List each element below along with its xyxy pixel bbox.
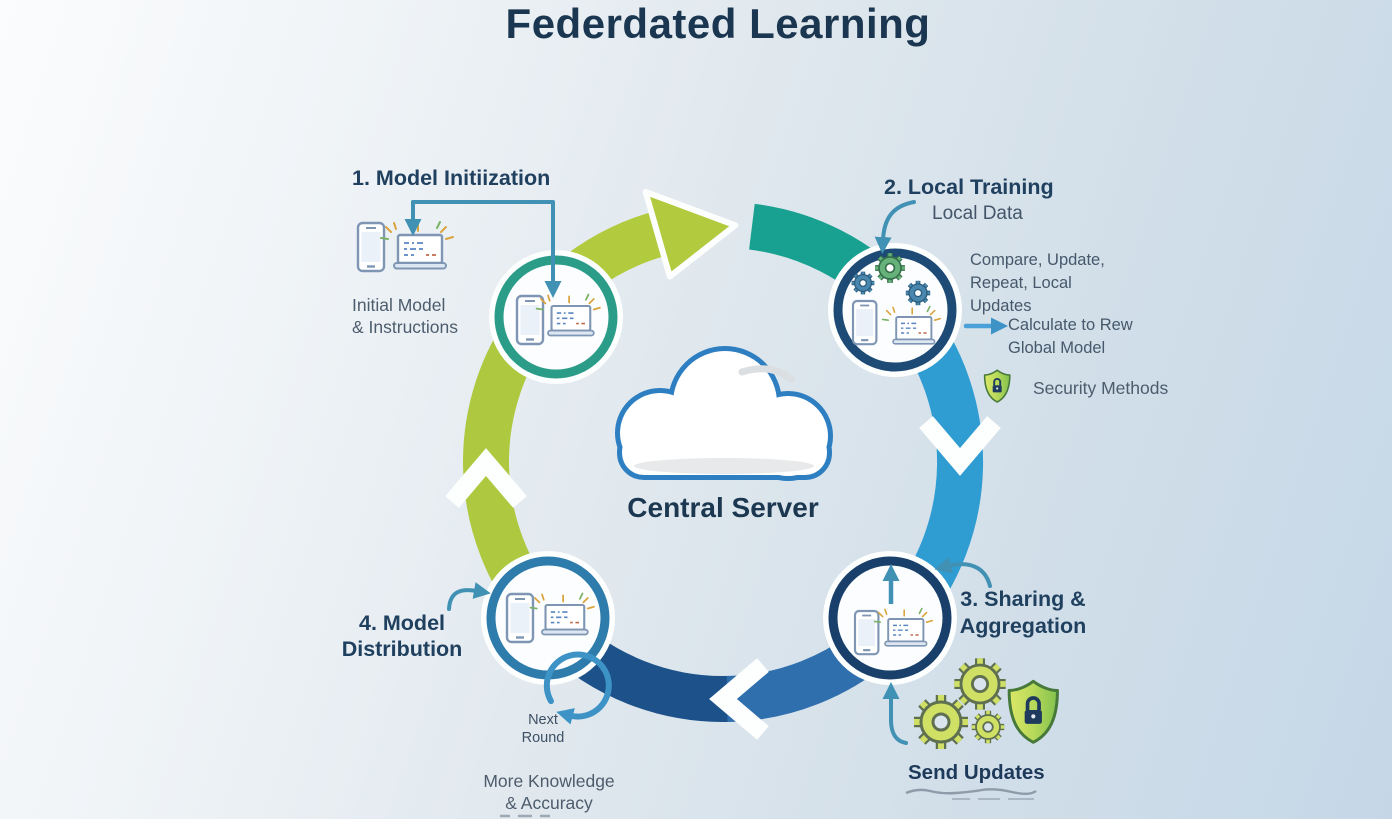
step4-caption: More Knowledge & Accuracy — [483, 771, 615, 813]
cloud-icon — [615, 346, 833, 481]
initial-model-devices — [356, 220, 455, 273]
step2-output-note: Calculate to Rew Global Model — [1008, 316, 1133, 357]
gear-icon — [875, 253, 905, 283]
node-local-training — [828, 243, 962, 377]
green-arrowhead-icon — [642, 188, 739, 280]
chevron-down-icon — [919, 416, 1001, 476]
step2-local-data-label: Local Data — [932, 203, 1023, 224]
next-round-label: Next Round — [521, 712, 565, 746]
central-server-label: Central Server — [627, 492, 819, 523]
gear-icon — [852, 272, 875, 295]
node-sharing-aggregation — [823, 551, 957, 685]
step4-title: 4. Model Distribution — [341, 611, 463, 661]
arrow-label-to-node4 — [447, 582, 491, 611]
gear-icon — [906, 281, 930, 305]
arrow-label-to-node3 — [934, 557, 992, 588]
shield-lock-icon — [983, 369, 1011, 403]
smartphone-icon — [515, 294, 545, 346]
security-methods-label: Security Methods — [1033, 378, 1169, 398]
gear-icon — [914, 695, 968, 749]
step2-process-note: Compare, Update, Repeat, Local Updates — [970, 251, 1105, 315]
arrow-label-to-node1 — [411, 200, 562, 298]
smartphone-icon — [851, 299, 878, 346]
node-model-initialization — [489, 250, 623, 384]
smartphone-icon — [505, 592, 535, 644]
shield-lock-icon — [1007, 679, 1060, 745]
gear-icon — [954, 658, 1005, 709]
chevron-left-icon — [709, 658, 769, 740]
laptop-icon — [379, 220, 455, 270]
step2-title: 2. Local Training — [884, 175, 1054, 199]
cycle-arrow-icon — [543, 651, 612, 725]
illegible-fine-print — [905, 788, 1037, 795]
node-model-distribution — [481, 551, 615, 685]
step1-caption: Initial Model & Instructions — [352, 295, 459, 337]
chevron-up-icon — [445, 448, 527, 508]
arrow-local-data-to-node2 — [874, 200, 916, 254]
arrow-send-updates-to-node3 — [882, 682, 908, 745]
step3-caption: Send Updates — [908, 761, 1045, 784]
step3-title: 3. Sharing & Aggregation — [959, 587, 1087, 638]
gear-icon — [972, 711, 1004, 743]
smartphone-icon — [356, 221, 386, 273]
step1-title: 1. Model Initiization — [352, 166, 551, 190]
smartphone-icon — [853, 609, 880, 656]
page-title: Federdated Learning — [505, 0, 931, 47]
